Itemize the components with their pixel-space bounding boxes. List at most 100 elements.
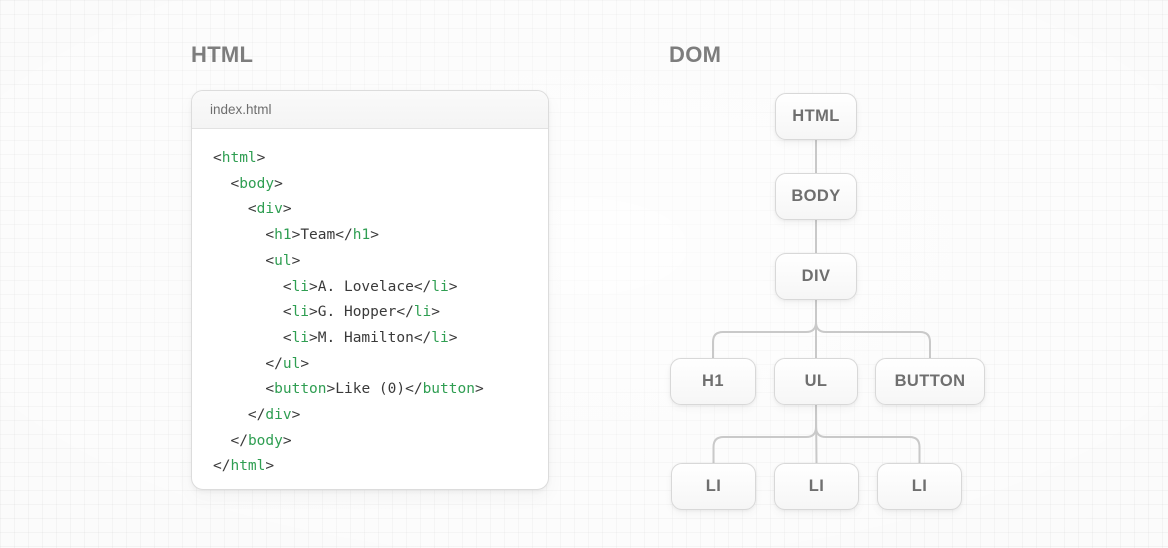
code-line: <h1>Team</h1> [192,223,548,249]
dom-section-heading: DOM [669,42,722,67]
code-token-tag: html [221,150,257,166]
code-token-punct: < [265,381,275,398]
code-token-punct: > [291,407,301,424]
code-card: index.html <html> <body> <div> <h1>Team<… [191,90,549,490]
code-token-punct: </ [413,329,432,346]
dom-node-label: H1 [702,372,724,390]
code-token-punct: </ [247,407,266,424]
dom-node-label: BODY [791,187,841,205]
code-token-punct: < [247,201,257,218]
code-token-txt: Team [300,227,336,244]
dom-node-button[interactable]: BUTTON [875,358,985,405]
code-token-tag: body [239,175,275,192]
code-token-punct: < [230,175,240,192]
code-token-punct: > [448,278,458,295]
dom-node-body[interactable]: BODY [775,173,857,220]
code-token-punct: > [431,304,441,321]
dom-node-label: LI [705,477,722,495]
code-card-header: index.html [192,91,548,129]
dom-node-label: LI [808,477,825,495]
dom-node-label: UL [804,372,828,390]
dom-tree: HTML BODY DIV H1 UL BUTTON LI LI LI [660,80,1000,520]
code-line: <li>A. Lovelace</li> [192,275,548,301]
dom-edge-ul-to-li3 [815,404,921,464]
code-token-tag: li [431,329,449,346]
dom-node-label: DIV [801,267,831,285]
code-token-txt: G. Hopper [317,304,397,321]
code-token-punct: > [282,432,292,449]
code-token-punct: > [309,304,318,321]
code-line: </div> [192,403,548,429]
dom-node-li1[interactable]: LI [671,463,756,510]
code-token-tag: ul [274,252,292,269]
code-token-punct: > [291,252,301,269]
code-token-punct: > [474,381,484,398]
code-line: <button>Like (0)</button> [192,377,548,403]
dom-node-li2[interactable]: LI [774,463,859,510]
dom-edge-ul-to-li1 [712,404,817,464]
code-token-tag: div [265,407,292,424]
dom-node-div[interactable]: DIV [775,253,857,300]
dom-node-label: BUTTON [894,372,966,390]
code-token-punct: > [370,227,379,244]
code-token-punct: > [265,458,275,475]
code-line: <ul> [192,249,548,275]
html-section-heading: HTML [191,42,254,67]
code-token-txt: Like (0) [335,381,406,398]
code-token-punct: < [213,150,222,166]
code-token-punct: < [265,227,275,244]
code-token-punct: < [265,252,275,269]
code-token-tag: li [291,304,310,321]
code-listing: <html> <body> <div> <h1>Team</h1> <ul> <… [192,129,548,480]
code-line: <li>M. Hamilton</li> [192,326,548,352]
code-token-punct: </ [396,304,414,321]
code-line: <html> [192,146,548,172]
code-token-txt: M. Hamilton [317,329,414,346]
code-token-punct: > [448,329,458,346]
code-token-punct: < [282,329,292,346]
code-token-punct: > [326,381,336,398]
code-token-punct: </ [405,381,423,398]
dom-node-ul[interactable]: UL [774,358,858,405]
code-token-punct: > [291,227,301,244]
code-line: <body> [192,172,548,198]
dom-edge-div-to-h1 [712,299,817,359]
code-token-punct: </ [265,355,283,372]
code-line: <li>G. Hopper</li> [192,300,548,326]
dom-node-label: LI [911,477,928,495]
code-line: </body> [192,429,548,455]
code-token-tag: button [274,381,327,398]
code-token-tag: li [431,278,449,295]
code-filename-label: index.html [210,102,272,117]
code-token-punct: > [300,355,310,372]
code-token-tag: h1 [274,227,292,244]
code-token-tag: li [413,304,432,321]
code-line: <div> [192,197,548,223]
code-line: </ul> [192,352,548,378]
code-token-punct: > [274,175,283,192]
dom-node-h1[interactable]: H1 [670,358,756,405]
code-token-punct: </ [213,458,231,475]
code-token-tag: ul [282,355,301,372]
code-token-tag: body [247,432,283,449]
dom-node-li3[interactable]: LI [877,463,962,510]
dom-node-label: HTML [792,107,840,125]
code-token-tag: li [291,278,310,295]
dom-edge-div-to-button [815,299,931,359]
code-token-punct: </ [230,432,248,449]
code-token-punct: > [256,150,266,166]
code-line: </html> [192,454,548,480]
dom-tree-edges [712,139,931,464]
code-token-punct: > [282,201,292,218]
code-token-tag: button [422,381,475,398]
code-token-punct: > [309,278,318,295]
code-token-punct: </ [413,278,432,295]
code-token-punct: < [282,278,292,295]
dom-node-html[interactable]: HTML [775,93,857,140]
code-token-punct: < [282,304,292,321]
code-token-punct: </ [335,227,353,244]
code-token-tag: div [256,201,283,218]
code-token-tag: html [230,458,266,475]
code-token-tag: li [291,329,310,346]
